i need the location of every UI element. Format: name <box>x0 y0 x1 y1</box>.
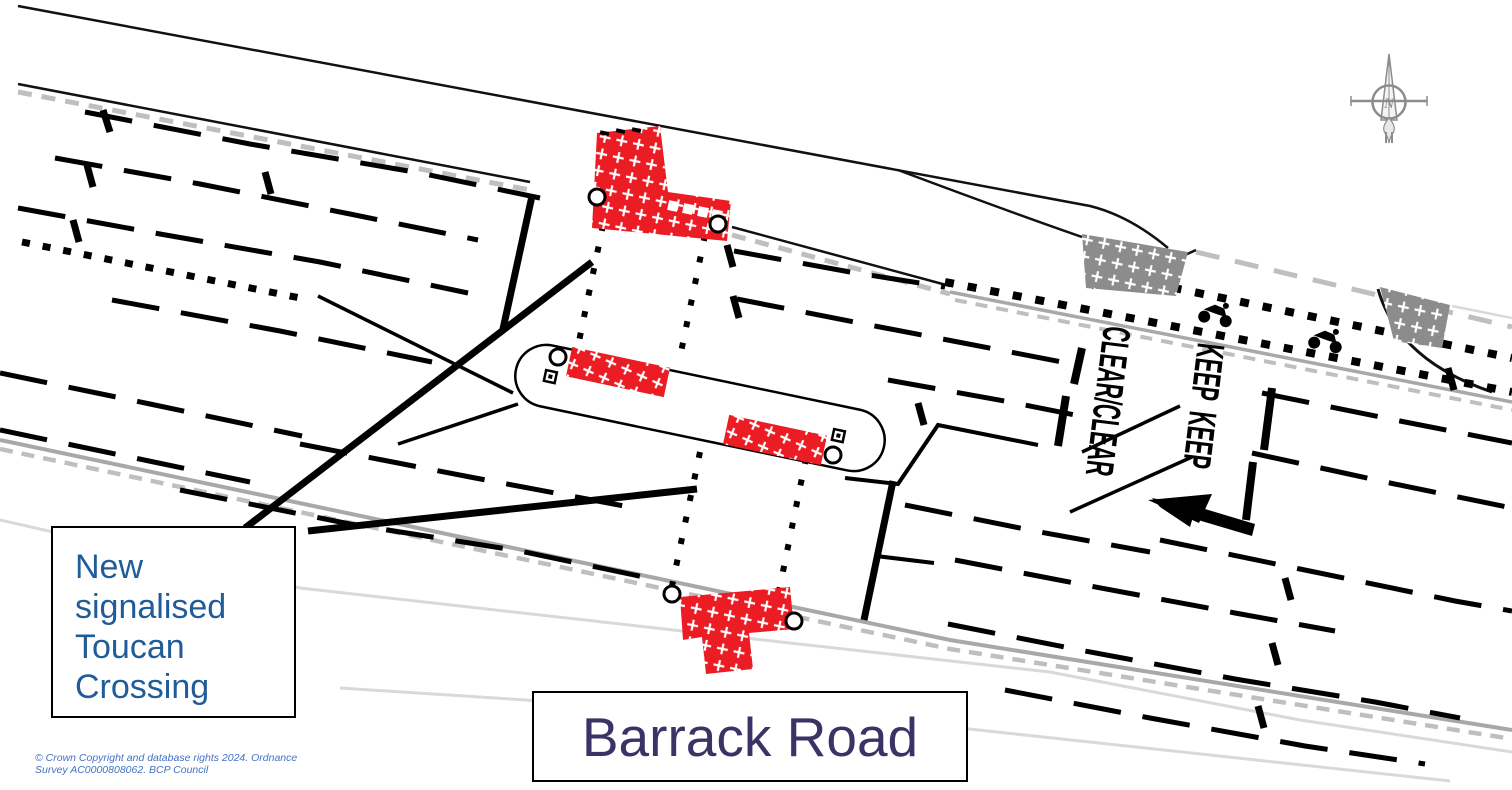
north-kerb-channel-dashed-2 <box>731 232 951 297</box>
north-arrow-icon: N <box>1350 53 1428 144</box>
toucan-crossing <box>242 126 1039 674</box>
cycle-track <box>21 234 1512 396</box>
compass-north-letter: N <box>1383 96 1395 112</box>
keep-clear-text-clear: CLEAR/CLEAR <box>1077 324 1139 479</box>
lower-tactile-paving <box>680 587 794 674</box>
road-name-text: Barrack Road <box>582 706 918 768</box>
crossing-note-box: New signalised Toucan Crossing <box>51 526 296 718</box>
grey-tactile-paving-2 <box>1380 287 1450 348</box>
signal-pole <box>587 187 607 207</box>
guardrail-line-lower <box>860 480 897 621</box>
north-kerb-channel-dashed <box>17 89 531 193</box>
south-kerb-channel-dashed <box>0 446 1512 742</box>
lane-tick-bars <box>69 108 1458 729</box>
crossing-stud-lines <box>574 224 809 597</box>
left-turn-arrow-marking <box>1148 494 1255 536</box>
island-taper-line-left-1 <box>317 294 514 395</box>
north-kerb-line-right <box>731 225 951 288</box>
island-tactile-paving-2 <box>722 414 828 466</box>
signal-pole <box>662 584 682 604</box>
faint-line-top-right <box>1451 304 1512 320</box>
upper-tactile-paving <box>592 126 731 241</box>
guardrail-tick <box>875 554 935 565</box>
proposed-kerb-dashed-grey <box>1195 249 1512 330</box>
signal-pole <box>784 611 804 631</box>
guardrail-line-upper <box>499 195 536 330</box>
back-of-footway-line <box>17 4 1169 249</box>
south-kerb-line <box>0 438 1512 732</box>
signal-pole <box>823 445 843 465</box>
cycle-track-south-channel <box>954 298 1512 412</box>
controller-boxes <box>542 368 847 444</box>
signal-pole <box>708 214 728 234</box>
cycle-track-dotted-lower <box>944 278 1512 396</box>
keep-clear-text-keep-2: KEEP <box>1174 409 1224 471</box>
cycle-track-dotted-upper <box>1149 279 1512 362</box>
cycle-track-south-kerb <box>949 290 1512 404</box>
cyclist-icon <box>1308 328 1342 354</box>
upper-tactile-top-marks <box>599 127 642 136</box>
north-kerb-line-left <box>17 82 531 184</box>
svg-text:© Crown Copyright and database: © Crown Copyright and database rights 20… <box>35 752 300 776</box>
cycle-lane-dotted-left <box>21 238 301 302</box>
road-name-box: Barrack Road <box>532 691 968 782</box>
kerb-curve-into-crossing <box>897 168 1083 239</box>
island-tactile-paving-1 <box>565 346 671 398</box>
leader-line-to-note-2 <box>307 485 698 535</box>
grey-tactile-paving-1 <box>1082 234 1188 296</box>
keep-clear-text-keep-1: KEEP <box>1182 341 1232 403</box>
island-taper-lines-right <box>844 422 1039 487</box>
crossing-note-text: New signalised Toucan Crossing <box>75 548 236 706</box>
keep-clear-marking: CLEAR/CLEAR KEEP KEEP <box>1054 324 1276 521</box>
signal-poles <box>548 187 843 631</box>
signal-pole <box>548 347 568 367</box>
leader-line-to-note-1 <box>242 259 595 531</box>
island-taper-line-left-2 <box>397 402 519 446</box>
copyright-text: © Crown Copyright and database rights 20… <box>35 752 300 776</box>
cyclist-icon <box>1198 302 1232 328</box>
